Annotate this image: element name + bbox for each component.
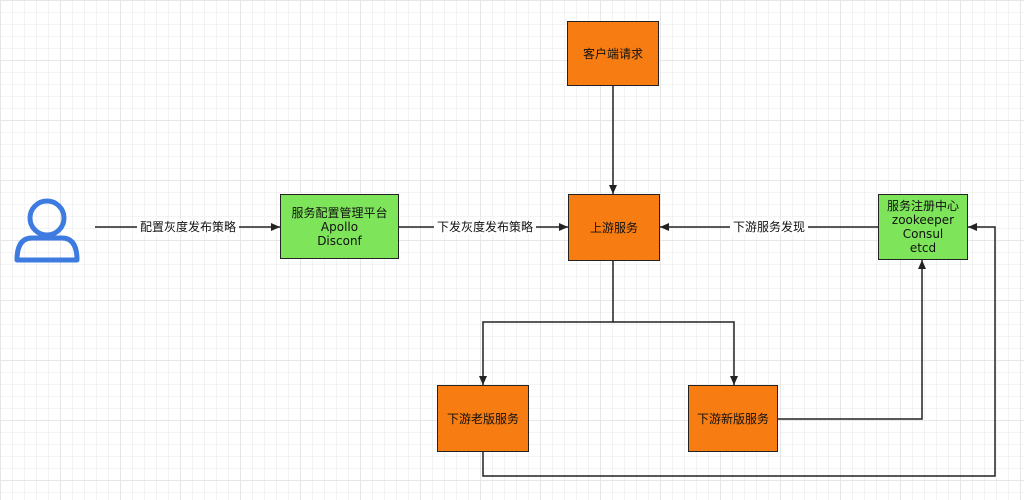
- config-platform-disconf: Disconf: [317, 233, 362, 248]
- registry-etcd: etcd: [909, 241, 937, 255]
- registry-zookeeper: zookeeper: [891, 213, 955, 227]
- edge-upstream-to-old: [479, 261, 614, 385]
- edge-label-config-strategy: 配置灰度发布策略: [137, 220, 240, 234]
- config-platform-node: 服务配置管理平台 Apollo Disconf: [280, 194, 399, 259]
- user-icon: [14, 198, 80, 263]
- upstream-service-node: 上游服务: [568, 194, 660, 261]
- edge-label-service-discovery: 下游服务发现: [730, 220, 809, 234]
- client-request-label: 客户端请求: [582, 46, 643, 61]
- edge-upstream-to-new: [613, 321, 738, 385]
- registry-title: 服务注册中心: [886, 199, 959, 213]
- edge-old-to-registry: [482, 223, 996, 477]
- upstream-service-label: 上游服务: [589, 220, 638, 235]
- downstream-old-node: 下游老版服务: [437, 385, 529, 452]
- registry-node: 服务注册中心 zookeeper Consul etcd: [878, 194, 968, 260]
- config-platform-title: 服务配置管理平台: [291, 205, 388, 220]
- downstream-new-label: 下游新版服务: [696, 411, 769, 426]
- client-request-node: 客户端请求: [567, 21, 659, 86]
- registry-consul: Consul: [902, 227, 944, 241]
- edge-new-to-registry: [778, 260, 926, 420]
- downstream-old-label: 下游老版服务: [446, 411, 519, 426]
- downstream-new-node: 下游新版服务: [688, 385, 778, 452]
- config-platform-apollo: Apollo: [320, 219, 359, 234]
- edge-label-push-strategy: 下发灰度发布策略: [434, 220, 537, 234]
